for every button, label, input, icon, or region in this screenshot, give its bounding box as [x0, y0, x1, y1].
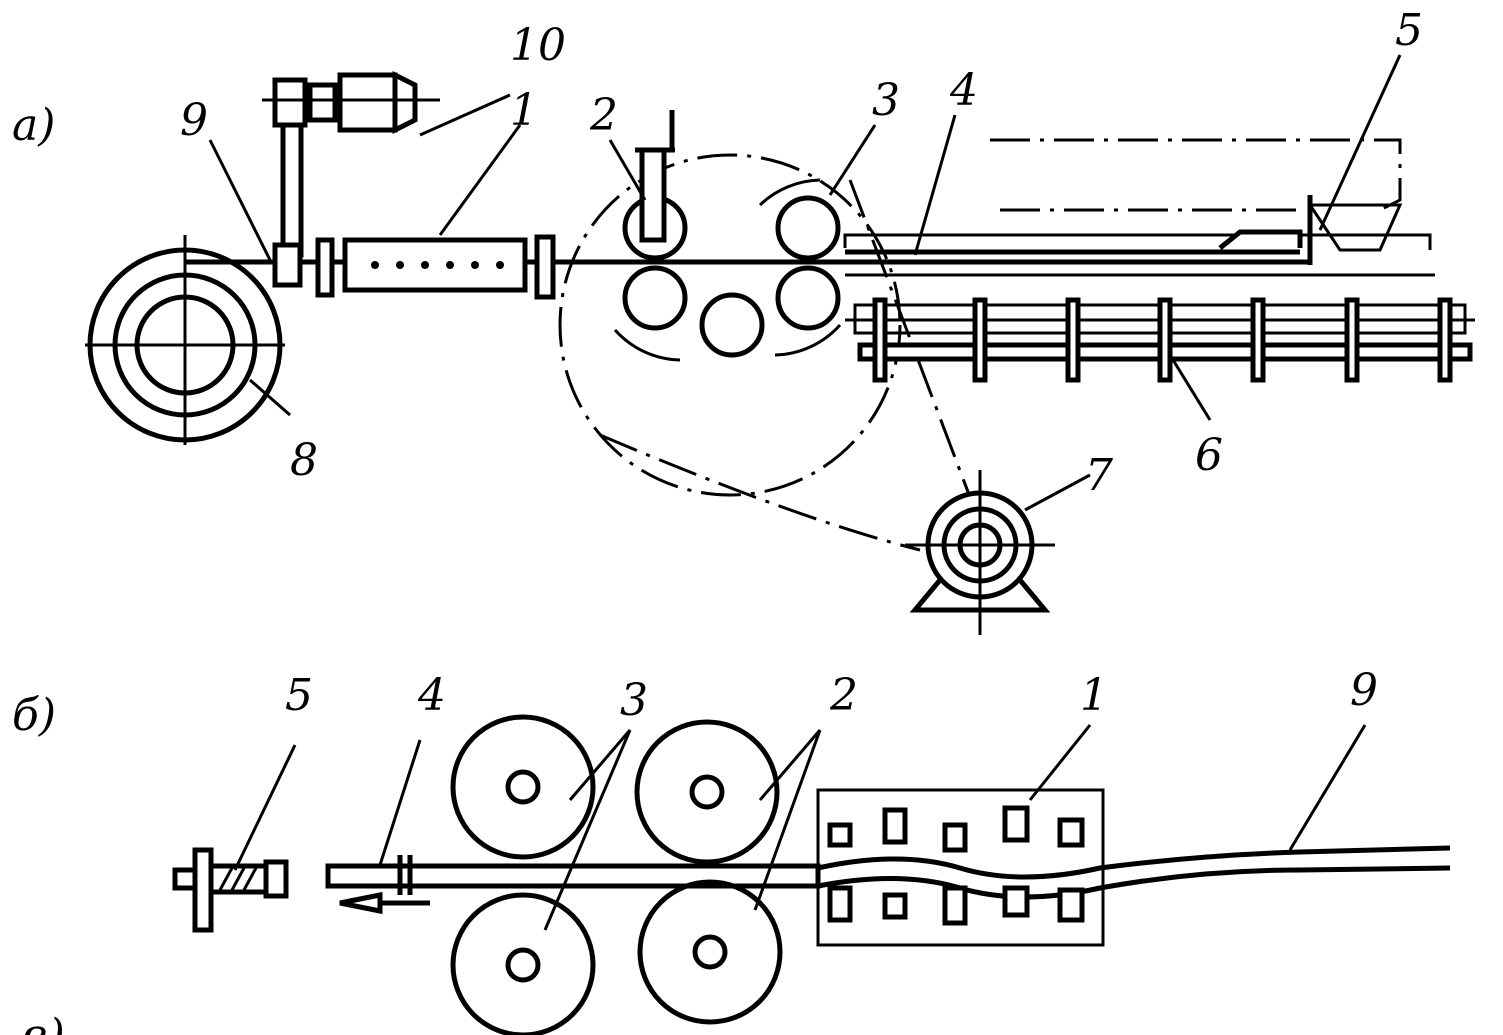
callouts-b: 5 4 3 2 1 9 [233, 665, 1378, 931]
callout-4: 4 [949, 65, 978, 116]
callout-b-2: 2 [829, 670, 858, 721]
stop-5 [172, 847, 289, 933]
part-b: б) [12, 665, 1451, 1035]
rolls [613, 110, 842, 362]
coil-7 [905, 470, 1055, 635]
part-a: а) [12, 5, 1475, 635]
rolls-b [450, 714, 783, 1035]
roller-table-6 [845, 273, 1475, 383]
callout-b-4: 4 [417, 670, 446, 721]
part-a-label: а) [12, 100, 55, 151]
callout-8: 8 [290, 435, 318, 486]
callout-10: 10 [510, 20, 566, 71]
guide-and-cutter [843, 138, 1432, 265]
callouts-a: 10 9 1 2 3 4 5 6 7 8 [180, 5, 1423, 512]
callout-7: 7 [1085, 450, 1113, 501]
motor-10 [262, 70, 440, 258]
part-c-label: в) [22, 1010, 65, 1035]
straightener-box [816, 788, 1105, 947]
callout-b-5: 5 [285, 670, 313, 721]
straightener-1 [272, 234, 556, 300]
callout-6: 6 [1195, 430, 1223, 481]
callout-5: 5 [1395, 5, 1423, 56]
callout-b-3: 3 [620, 675, 648, 726]
callout-2: 2 [589, 90, 618, 141]
callout-b-1: 1 [1080, 670, 1108, 721]
callout-9: 9 [180, 95, 208, 146]
callout-3: 3 [872, 75, 900, 126]
coil-8 [85, 235, 285, 445]
part-b-label: б) [12, 690, 56, 741]
callout-1: 1 [510, 85, 538, 136]
callout-b-9: 9 [1350, 665, 1378, 716]
